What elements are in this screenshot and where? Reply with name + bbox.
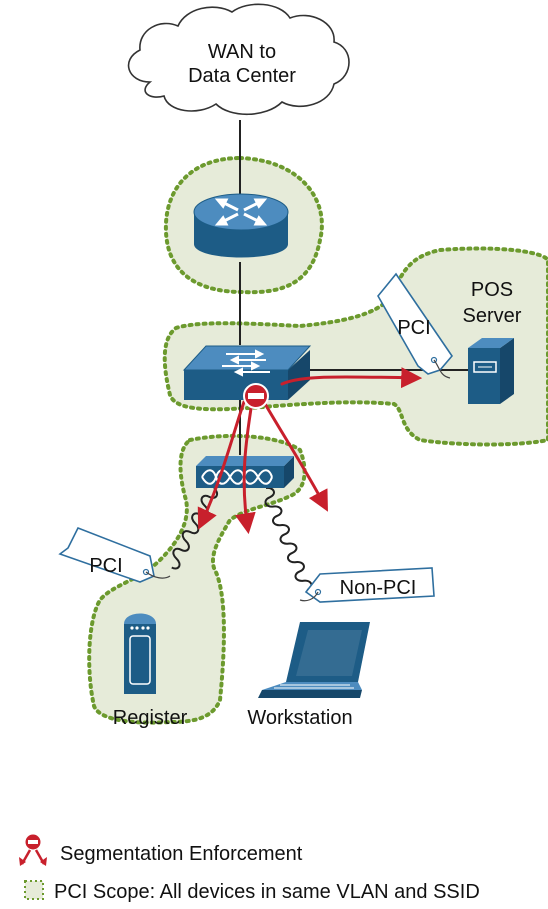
arrow-to-non-pci: [262, 400, 328, 512]
register-icon: [124, 613, 156, 694]
pci-tag-server: PCI: [377, 272, 454, 379]
legend-scope-label: PCI Scope: All devices in same VLAN and …: [54, 881, 480, 903]
legend-enforcement-label: Segmentation Enforcement: [60, 843, 303, 865]
arrow-to-pos-server: [280, 367, 423, 389]
cloud-label-line2: Data Center: [188, 65, 296, 87]
pos-server-icon: [468, 338, 514, 404]
router-icon: [193, 193, 289, 258]
legend-enforcement-icon: [19, 834, 47, 866]
register-coiled-cable: [171, 487, 219, 570]
arrow-to-workstation: [234, 400, 256, 535]
arrow-to-register: [197, 400, 246, 530]
segmentation-arrows: [197, 367, 423, 535]
workstation-laptop-icon: [258, 622, 370, 698]
pci-tag-register: PCI: [58, 526, 171, 583]
legend: Segmentation Enforcement PCI Scope: All …: [19, 834, 480, 903]
segmentation-enforcement-icon: [243, 383, 269, 409]
pci-tag-register-text: PCI: [89, 555, 122, 577]
legend-scope-icon: [24, 880, 44, 900]
cloud-label-line1: WAN to: [208, 41, 276, 63]
server-label-line1: POS: [471, 279, 513, 301]
server-label-line2: Server: [463, 305, 522, 327]
workstation-label: Workstation: [247, 707, 352, 729]
non-pci-tag-text: Non-PCI: [340, 577, 417, 599]
non-pci-tag-workstation: Non-PCI: [299, 567, 435, 603]
workstation-coiled-cable: [264, 486, 313, 591]
register-label: Register: [113, 707, 188, 729]
wan-cloud-icon: WAN to Data Center: [127, 3, 350, 115]
pci-tag-server-text: PCI: [397, 317, 430, 339]
